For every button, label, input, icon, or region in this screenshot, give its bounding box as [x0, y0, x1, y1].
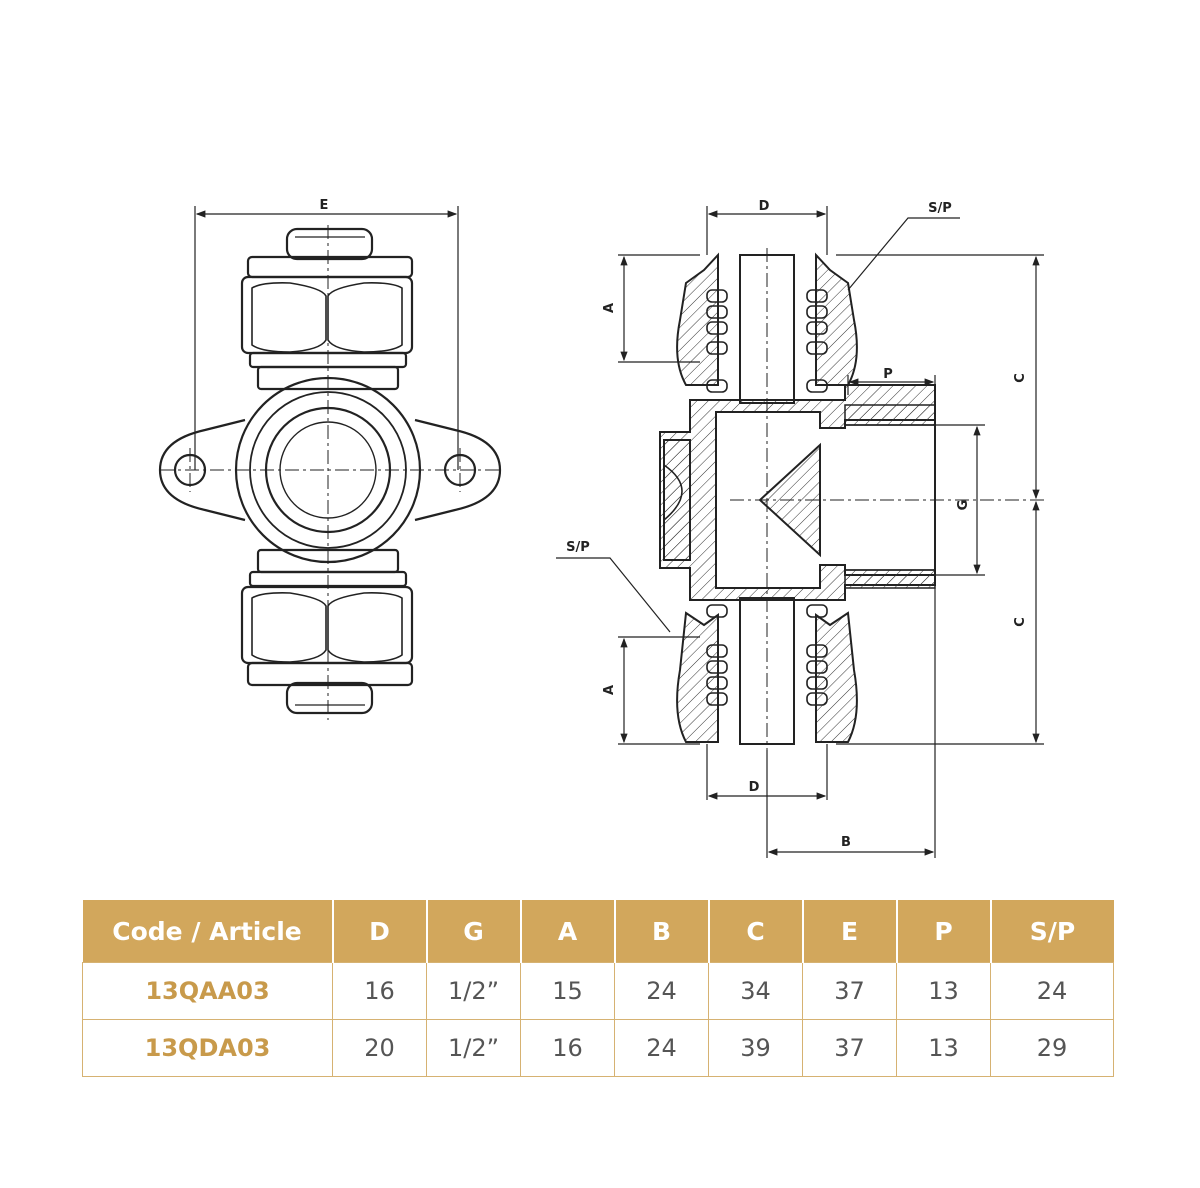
header-g: G: [426, 900, 522, 963]
cell-a: 15: [520, 962, 615, 1020]
header-a: A: [520, 900, 616, 963]
cell-d: 20: [332, 1019, 427, 1077]
label-c-bottom: C: [1013, 617, 1028, 627]
top-compression-body: [676, 252, 719, 386]
cell-a: 16: [520, 1019, 615, 1077]
top-o-rings: [706, 289, 828, 393]
header-sp: S/P: [990, 900, 1114, 963]
label-e: E: [320, 198, 329, 213]
cell-e: 37: [802, 962, 897, 1020]
cell-c: 34: [708, 962, 803, 1020]
cell-g: 1/2”: [426, 1019, 521, 1077]
header-d: D: [332, 900, 428, 963]
technical-drawing: E: [158, 198, 1045, 858]
header-p: P: [896, 900, 992, 963]
label-a-top: A: [602, 303, 617, 313]
label-sp-left: S/P: [566, 540, 590, 555]
cell-code: 13QAA03: [82, 962, 333, 1020]
cell-b: 24: [614, 1019, 709, 1077]
bottom-collar: [246, 661, 414, 687]
label-g: G: [956, 500, 971, 511]
bottom-compression-body: [676, 611, 719, 743]
dimension-table: Code / Article D G A B C E P S/P 13QAA03…: [82, 900, 1114, 1077]
bottom-o-rings: [706, 604, 828, 706]
bottom-hex-nut: [240, 585, 414, 665]
front-view: [158, 227, 502, 715]
label-p: P: [883, 367, 893, 382]
front-centerlines: [160, 225, 500, 720]
header-c: C: [708, 900, 804, 963]
header-b: B: [614, 900, 710, 963]
label-d-bottom: D: [749, 780, 760, 795]
dimension-e: [194, 206, 459, 470]
table-header-row: Code / Article D G A B C E P S/P: [82, 900, 1114, 963]
label-a-bottom: A: [602, 685, 617, 695]
cell-sp: 29: [990, 1019, 1114, 1077]
cell-b: 24: [614, 962, 709, 1020]
cell-e: 37: [802, 1019, 897, 1077]
label-sp-top: S/P: [928, 201, 952, 216]
cell-p: 13: [896, 962, 991, 1020]
cell-c: 39: [708, 1019, 803, 1077]
threaded-outlet: [844, 404, 936, 589]
header-code: Code / Article: [82, 900, 334, 963]
label-b: B: [841, 835, 851, 850]
top-hex-nut: [240, 275, 414, 355]
label-d-top: D: [759, 199, 770, 214]
side-dimensions: [556, 206, 1044, 858]
cell-sp: 24: [990, 962, 1114, 1020]
cell-code: 13QDA03: [82, 1019, 333, 1077]
table-row: 13QDA03 20 1/2” 16 24 39 37 13 29: [82, 1019, 1114, 1077]
top-pipe-stub: [285, 227, 374, 261]
cell-d: 16: [332, 962, 427, 1020]
side-centerlines: [730, 248, 1045, 750]
label-c-top: C: [1013, 373, 1028, 383]
table-row: 13QAA03 16 1/2” 15 24 34 37 13 24: [82, 962, 1114, 1020]
cell-g: 1/2”: [426, 962, 521, 1020]
cell-p: 13: [896, 1019, 991, 1077]
bottom-pipe-stub: [285, 681, 374, 715]
header-e: E: [802, 900, 898, 963]
